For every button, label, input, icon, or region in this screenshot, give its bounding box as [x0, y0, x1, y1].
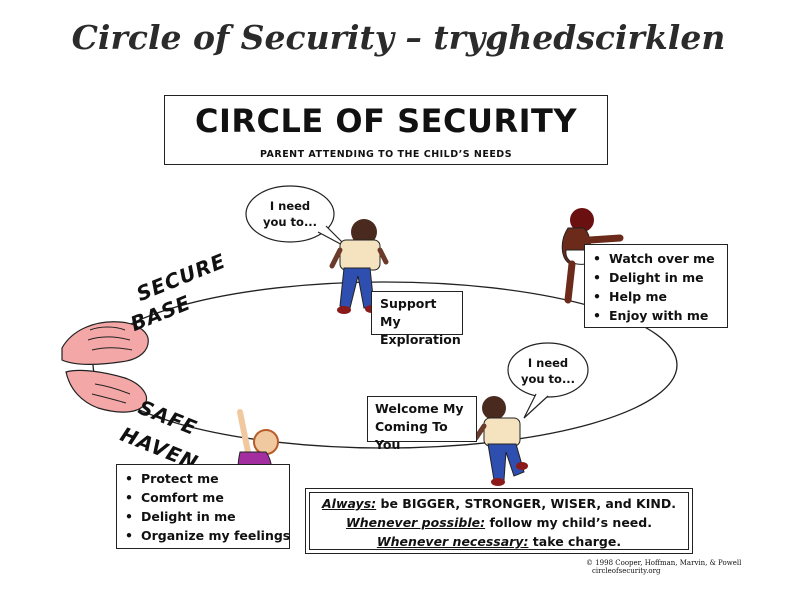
- top-bubble-text: I need you to...: [262, 199, 318, 229]
- bottom-bubble-text: I need you to...: [520, 356, 576, 386]
- footer-line-always: Always: be BIGGER, STRONGER, WISER, and …: [322, 496, 676, 511]
- footer-line-possible: Whenever possible: follow my child’s nee…: [346, 515, 652, 530]
- top-speech-bubble: [245, 185, 349, 249]
- list-item: Delight in me: [125, 507, 281, 526]
- list-item: Help me: [593, 287, 719, 306]
- footer-line-necessary: Whenever necessary: take charge.: [376, 534, 622, 549]
- copyright-text: © 1998 Cooper, Hoffman, Marvin, & Powell…: [586, 559, 742, 575]
- circle-loop: [92, 281, 678, 449]
- upper-hand-icon: [61, 321, 149, 365]
- list-item: Organize my feelings: [125, 526, 290, 545]
- child-exploring-icon: [329, 219, 389, 314]
- header-box: [164, 95, 608, 165]
- list-item: Watch over me: [593, 249, 719, 268]
- haven-needs-list: Protect me Comfort me Delight in me Orga…: [116, 464, 290, 549]
- child-playing-icon: [561, 208, 624, 304]
- page-title: Circle of Security – tryghedscirklen: [71, 18, 726, 57]
- header-subtitle: PARENT ATTENDING TO THE CHILD’S NEEDS: [259, 149, 513, 160]
- footer-inner-border: [309, 492, 689, 550]
- footer-box: [305, 488, 693, 554]
- exploration-needs-list: Watch over me Delight in me Help me Enjo…: [584, 244, 728, 328]
- header-title: CIRCLE OF SECURITY: [194, 102, 578, 140]
- bottom-speech-bubble: [507, 342, 589, 419]
- welcome-coming-box: Welcome My Coming To You: [367, 396, 477, 452]
- child-returning-icon: [473, 396, 528, 486]
- support-exploration-box: Support My Exploration: [371, 291, 463, 347]
- lower-hand-icon: [65, 369, 147, 413]
- list-item: Delight in me: [593, 268, 719, 287]
- list-item: Protect me: [125, 469, 281, 488]
- list-item: Comfort me: [125, 488, 281, 507]
- list-item: Enjoy with me: [593, 306, 719, 325]
